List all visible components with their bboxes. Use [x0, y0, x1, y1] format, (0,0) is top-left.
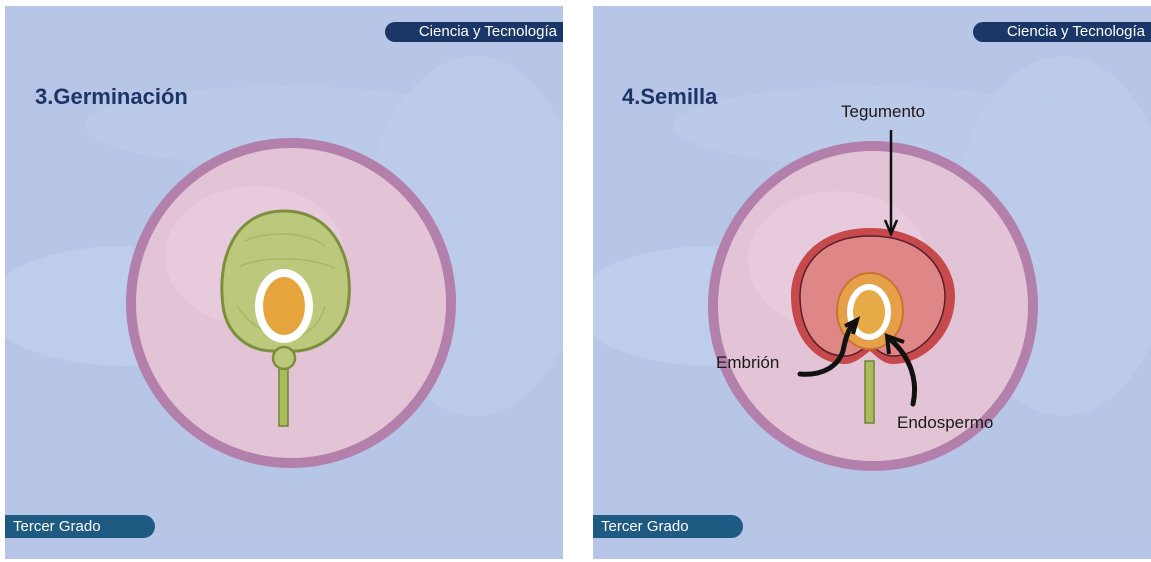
grade-tag: Tercer Grado [5, 515, 155, 538]
stem [279, 361, 288, 426]
grade-tag: Tercer Grado [593, 515, 743, 538]
label-embrion: Embrión [716, 353, 779, 373]
panel-germinacion: Ciencia y Tecnología 3.Germinación Terce… [5, 6, 563, 559]
panel-semilla: Ciencia y Tecnología 4.Semilla Tegumento… [593, 6, 1151, 559]
embryo [263, 277, 305, 335]
label-endospermo: Endospermo [897, 413, 993, 433]
label-tegumento: Tegumento [841, 102, 925, 122]
panel-title: 4.Semilla [622, 84, 717, 110]
subject-tag: Ciencia y Tecnología [385, 22, 563, 42]
radicle [273, 347, 295, 369]
embryo [853, 290, 885, 334]
subject-tag: Ciencia y Tecnología [973, 22, 1151, 42]
stem [865, 361, 874, 423]
panel-title: 3.Germinación [35, 84, 188, 110]
